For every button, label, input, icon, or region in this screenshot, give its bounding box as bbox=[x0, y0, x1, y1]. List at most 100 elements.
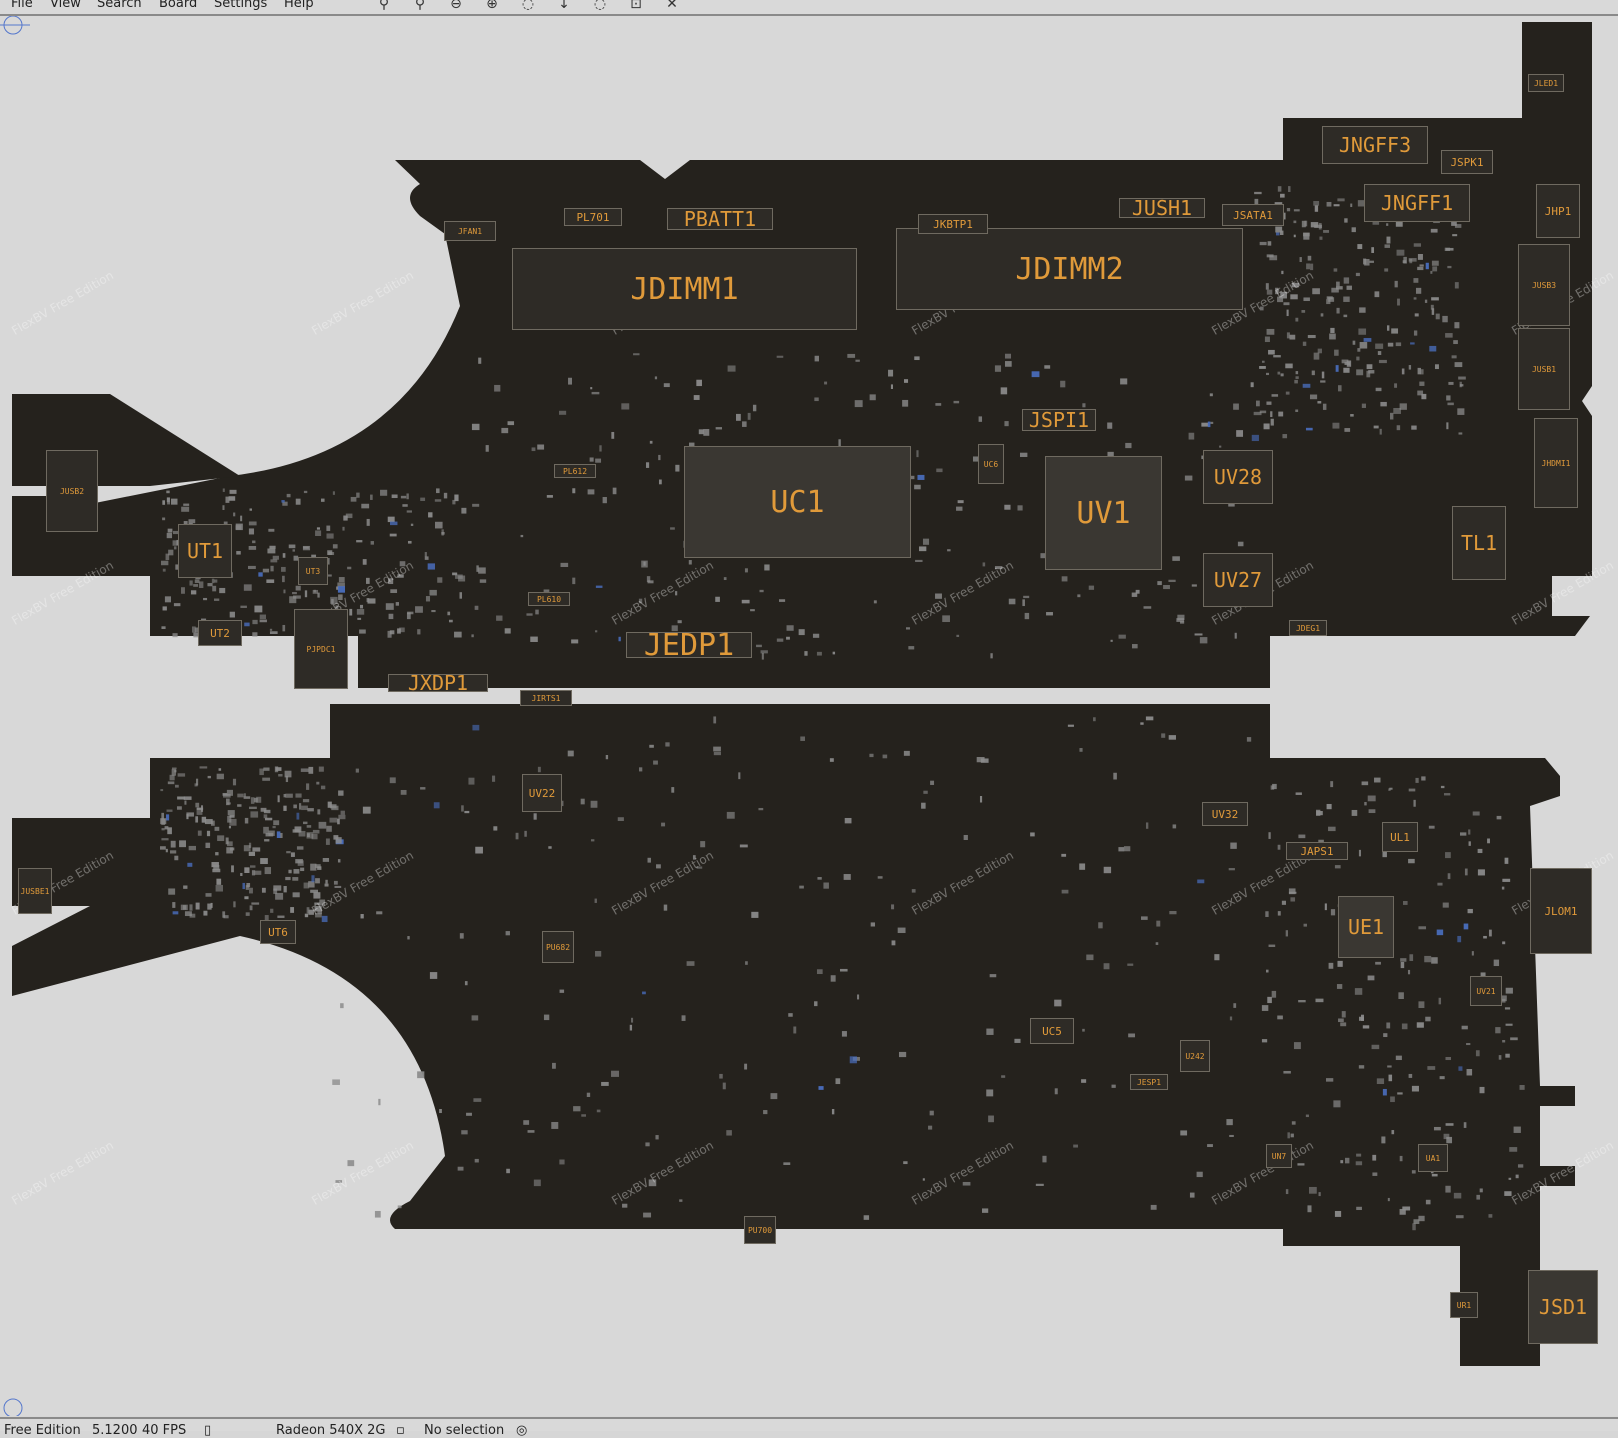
component-jled1[interactable]: JLED1 bbox=[1528, 74, 1564, 92]
component-jspi1[interactable]: JSPI1 bbox=[1022, 408, 1096, 432]
smd-pad bbox=[244, 622, 250, 627]
close-icon[interactable]: ✕ bbox=[666, 0, 678, 12]
component-jsd1[interactable]: JSD1 bbox=[1528, 1270, 1598, 1344]
component-jspk1[interactable]: JSPK1 bbox=[1441, 150, 1493, 174]
zoom-in-icon[interactable]: ⊕ bbox=[486, 0, 498, 12]
smd-pad bbox=[891, 904, 895, 910]
component-jedp1[interactable]: JEDP1 bbox=[626, 628, 752, 663]
component-jusb3[interactable]: JUSB3 bbox=[1518, 244, 1570, 326]
component-jngff1[interactable]: JNGFF1 bbox=[1364, 184, 1470, 222]
smd-pad bbox=[897, 927, 906, 934]
component-jdimm2[interactable]: JDIMM2 bbox=[896, 228, 1243, 310]
component-tl1[interactable]: TL1 bbox=[1452, 506, 1506, 580]
smd-pad bbox=[471, 634, 474, 638]
component-jlom1[interactable]: JLOM1 bbox=[1530, 868, 1592, 954]
component-uv22[interactable]: UV22 bbox=[522, 774, 562, 812]
board-top-half[interactable] bbox=[12, 22, 1592, 688]
clipboard-icon[interactable]: ▯ bbox=[204, 1423, 212, 1438]
smd-pad bbox=[1140, 722, 1144, 725]
smd-pad bbox=[747, 412, 751, 420]
smd-pad bbox=[226, 789, 234, 796]
component-jfan1[interactable]: JFAN1 bbox=[444, 221, 496, 241]
smd-pad bbox=[1367, 795, 1376, 802]
component-pbatt1[interactable]: PBATT1 bbox=[667, 207, 773, 231]
component-jusb2[interactable]: JUSB2 bbox=[46, 450, 98, 532]
component-ut2[interactable]: UT2 bbox=[198, 620, 242, 646]
smd-pad bbox=[1265, 283, 1269, 290]
smd-pad bbox=[1344, 218, 1348, 223]
smd-pad bbox=[1145, 716, 1154, 721]
component-jxdp1[interactable]: JXDP1 bbox=[388, 671, 488, 695]
component-jusb1[interactable]: JUSB1 bbox=[1518, 328, 1570, 410]
component-pl701[interactable]: PL701 bbox=[564, 208, 622, 226]
component-un7[interactable]: UN7 bbox=[1266, 1144, 1292, 1168]
component-jkbtp1[interactable]: JKBTP1 bbox=[918, 214, 988, 234]
component-uv21[interactable]: UV21 bbox=[1470, 976, 1502, 1006]
menu-view[interactable]: View bbox=[50, 0, 81, 11]
menu-file[interactable]: File bbox=[11, 0, 33, 11]
component-uv28[interactable]: UV28 bbox=[1203, 450, 1273, 504]
smd-pad bbox=[713, 746, 721, 752]
menu-search[interactable]: Search bbox=[97, 0, 142, 11]
component-pjpdc1[interactable]: PJPDC1 bbox=[294, 609, 348, 689]
component-ut1[interactable]: UT1 bbox=[178, 524, 232, 578]
component-pl610[interactable]: PL610 bbox=[528, 592, 570, 606]
smd-pad bbox=[308, 909, 314, 915]
zoom-search-icon[interactable]: ⚲ bbox=[378, 0, 390, 12]
target-icon[interactable]: ◎ bbox=[516, 1423, 528, 1438]
smd-pad bbox=[1197, 879, 1205, 884]
menu-help[interactable]: Help bbox=[284, 0, 314, 11]
component-pu682[interactable]: PU682 bbox=[542, 931, 574, 963]
zoom-out-icon[interactable]: ⊖ bbox=[450, 0, 462, 12]
rotate-icon[interactable]: ◌ bbox=[521, 0, 535, 12]
component-jesp1[interactable]: JESP1 bbox=[1130, 1074, 1168, 1090]
smd-pad bbox=[1458, 432, 1463, 435]
component-jngff3[interactable]: JNGFF3 bbox=[1322, 126, 1428, 164]
component-jusbe1[interactable]: JUSBE1 bbox=[18, 868, 52, 914]
smd-pad bbox=[1445, 333, 1453, 338]
component-jdimm1[interactable]: JDIMM1 bbox=[512, 248, 857, 330]
component-pu700[interactable]: PU700 bbox=[744, 1216, 776, 1244]
component-u242[interactable]: U242 bbox=[1180, 1040, 1210, 1072]
component-ue1[interactable]: UE1 bbox=[1338, 896, 1394, 958]
smd-pad bbox=[336, 586, 339, 590]
smd-pad bbox=[240, 515, 243, 522]
smd-pad bbox=[198, 581, 204, 589]
menu-board[interactable]: Board bbox=[159, 0, 198, 11]
component-pl612[interactable]: PL612 bbox=[554, 464, 596, 478]
smd-pad bbox=[320, 785, 326, 790]
component-japs1[interactable]: JAPS1 bbox=[1286, 842, 1348, 860]
component-uv1[interactable]: UV1 bbox=[1045, 456, 1162, 570]
component-jhp1[interactable]: JHP1 bbox=[1536, 184, 1580, 238]
component-jush1[interactable]: JUSH1 bbox=[1119, 196, 1205, 220]
component-ua1[interactable]: UA1 bbox=[1418, 1144, 1448, 1172]
smd-pad bbox=[464, 981, 468, 986]
component-jsata1[interactable]: JSATA1 bbox=[1222, 204, 1284, 226]
focus-icon[interactable]: ⊡ bbox=[630, 0, 642, 12]
reset-view-icon[interactable]: ◌ bbox=[593, 0, 607, 12]
smd-pad bbox=[452, 572, 458, 576]
smd-pad bbox=[1278, 411, 1284, 417]
smd-pad bbox=[506, 1168, 510, 1174]
component-uv27[interactable]: UV27 bbox=[1203, 553, 1273, 607]
component-ul1[interactable]: UL1 bbox=[1382, 822, 1418, 852]
component-ut6[interactable]: UT6 bbox=[260, 920, 296, 944]
component-ur1[interactable]: UR1 bbox=[1450, 1292, 1478, 1318]
component-ut3[interactable]: UT3 bbox=[298, 557, 328, 585]
component-uc6[interactable]: UC6 bbox=[978, 444, 1004, 484]
smd-pad bbox=[216, 878, 222, 885]
zoom-fit-icon[interactable]: ⚲ bbox=[414, 0, 426, 12]
flip-icon[interactable]: ↓ bbox=[558, 0, 570, 12]
menu-settings[interactable]: Settings bbox=[214, 0, 268, 11]
board-bottom-half[interactable] bbox=[12, 704, 1575, 1366]
component-jirts1[interactable]: JIRTS1 bbox=[520, 690, 572, 706]
component-uc1[interactable]: UC1 bbox=[684, 446, 911, 558]
component-uc5[interactable]: UC5 bbox=[1030, 1018, 1074, 1044]
component-jdeg1[interactable]: JDEG1 bbox=[1289, 620, 1327, 636]
component-jhdmi1[interactable]: JHDMI1 bbox=[1534, 418, 1578, 508]
smd-pad bbox=[312, 829, 320, 834]
smd-pad bbox=[233, 512, 236, 517]
component-uv32[interactable]: UV32 bbox=[1202, 802, 1248, 826]
smd-pad bbox=[360, 914, 364, 919]
